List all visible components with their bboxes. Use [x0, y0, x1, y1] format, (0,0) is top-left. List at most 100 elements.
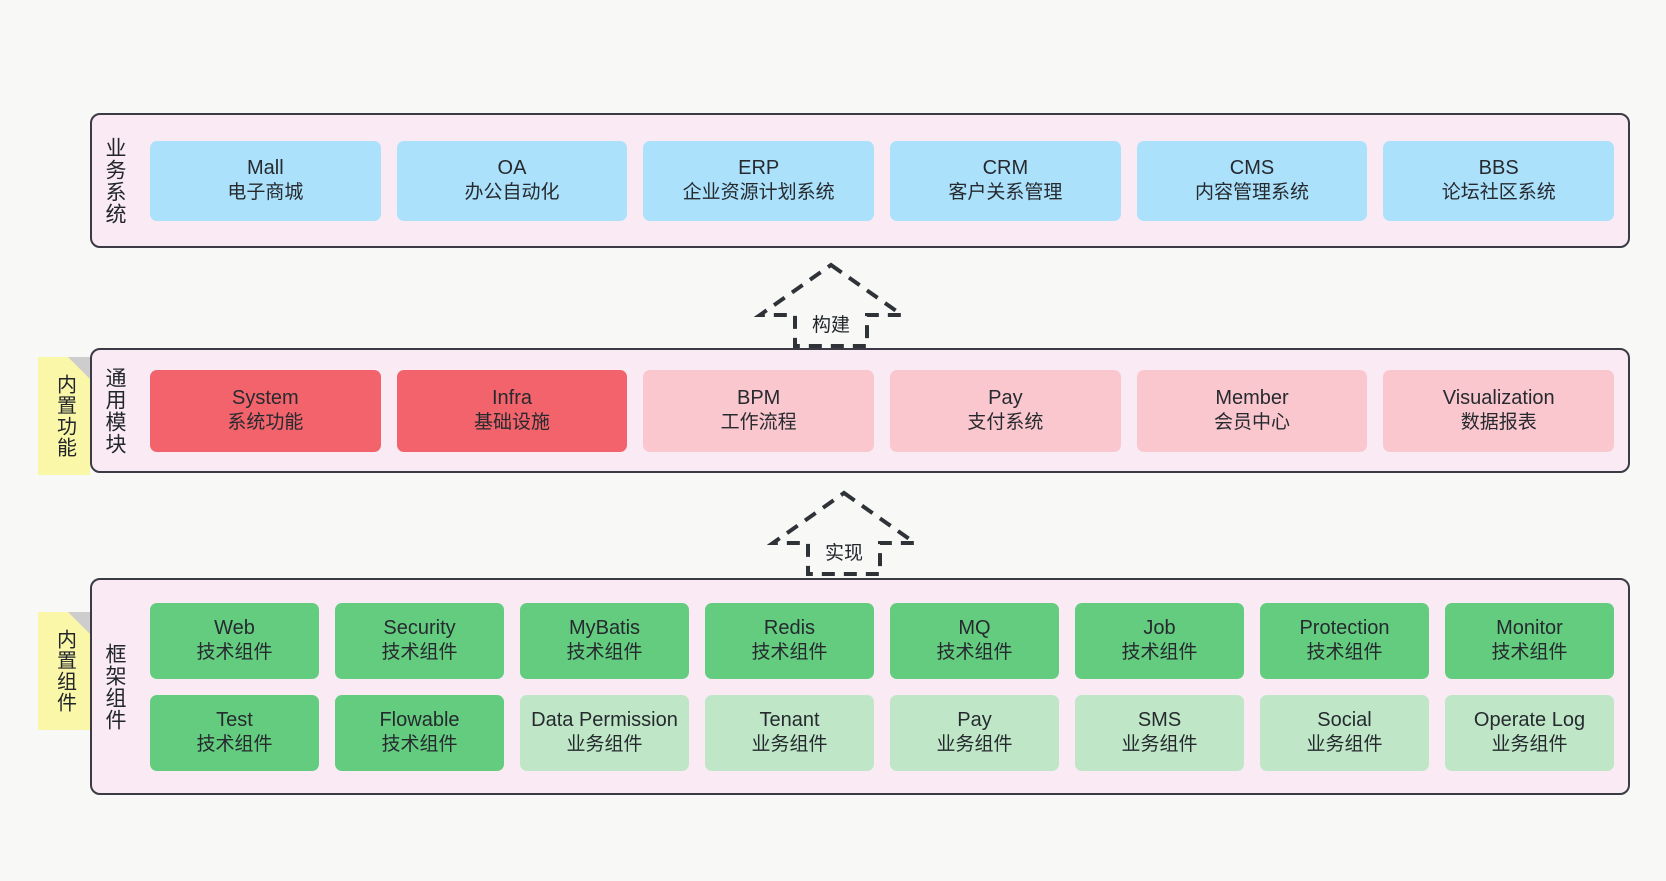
card-title-en: Protection	[1299, 616, 1390, 639]
card-title-en: ERP	[738, 156, 780, 179]
arrow-implement: 实现	[766, 490, 922, 576]
card-subtitle-cn: 企业资源计划系统	[682, 182, 835, 204]
card-job[interactable]: Job 技术组件	[1075, 602, 1244, 679]
note-tag-builtin-component: 内置组件	[38, 612, 90, 730]
card-pay[interactable]: Pay 业务组件	[890, 694, 1059, 771]
layer-framework-title: 框架组件	[102, 642, 126, 731]
card-title-en: SMS	[1137, 708, 1182, 731]
card-infra[interactable]: Infra 基础设施	[396, 369, 628, 452]
card-subtitle-cn: 论坛社区系统	[1441, 182, 1556, 204]
card-data-permission[interactable]: Data Permission 业务组件	[520, 694, 689, 771]
card-protection[interactable]: Protection 技术组件	[1260, 602, 1429, 679]
card-subtitle-cn: 技术组件	[196, 642, 273, 664]
card-title-en: MyBatis	[568, 616, 641, 639]
layer-business-title: 业务系统	[102, 136, 126, 225]
arrow-build: 构建	[753, 262, 909, 348]
card-security[interactable]: Security 技术组件	[335, 602, 504, 679]
card-title-en: Job	[1143, 616, 1176, 639]
layer-common-body: System 系统功能 Infra 基础设施 BPM 工作流程 Pay 支付系统 Member 会…	[136, 350, 1628, 471]
card-subtitle-cn: 技术组件	[1121, 642, 1198, 664]
card-system[interactable]: System 系统功能	[150, 369, 381, 452]
arrow-implement-label: 实现	[820, 537, 868, 566]
card-subtitle-cn: 内容管理系统	[1195, 182, 1310, 204]
card-subtitle-cn: 基础设施	[474, 412, 551, 434]
card-title-en: Pay	[957, 708, 992, 731]
card-cms[interactable]: CMS 内容管理系统	[1136, 140, 1368, 221]
page-fold-icon	[68, 357, 90, 379]
card-subtitle-cn: 业务组件	[936, 734, 1013, 756]
card-subtitle-cn: 技术组件	[1306, 642, 1383, 664]
framework-card-row-business: Test 技术组件 Flowable 技术组件 Data Permission 业务组件 T…	[150, 694, 1614, 771]
card-title-en: Social	[1317, 708, 1372, 731]
card-title-en: Redis	[763, 616, 816, 639]
card-title-en: Data Permission	[531, 708, 678, 731]
arrow-build-label: 构建	[807, 309, 855, 338]
card-test[interactable]: Test 技术组件	[150, 694, 319, 771]
note-tag-builtin-function: 内置功能	[38, 357, 90, 475]
card-pay[interactable]: Pay 支付系统	[890, 369, 1121, 452]
card-web[interactable]: Web 技术组件	[150, 602, 319, 679]
card-subtitle-cn: 技术组件	[751, 642, 828, 664]
card-title-en: Operate Log	[1473, 708, 1586, 731]
card-subtitle-cn: 技术组件	[566, 642, 643, 664]
card-subtitle-cn: 办公自动化	[464, 182, 560, 204]
card-title-en: Infra	[491, 386, 533, 409]
card-redis[interactable]: Redis 技术组件	[705, 602, 874, 679]
card-title-en: Mall	[247, 156, 284, 179]
card-subtitle-cn: 会员中心	[1214, 412, 1291, 434]
card-erp[interactable]: ERP 企业资源计划系统	[643, 140, 875, 221]
card-bpm[interactable]: BPM 工作流程	[643, 369, 875, 452]
card-mq[interactable]: MQ 技术组件	[890, 602, 1059, 679]
card-title-en: Member	[1215, 386, 1289, 409]
card-title-en: Visualization	[1442, 386, 1555, 409]
card-oa[interactable]: OA 办公自动化	[396, 140, 628, 221]
card-title-en: System	[231, 386, 299, 409]
card-mybatis[interactable]: MyBatis 技术组件	[520, 602, 689, 679]
note-tag-builtin-component-label: 内置组件	[53, 629, 76, 713]
card-title-en: OA	[497, 156, 527, 179]
card-flowable[interactable]: Flowable 技术组件	[335, 694, 504, 771]
card-title-en: Security	[383, 616, 456, 639]
card-title-en: Pay	[988, 386, 1023, 409]
card-subtitle-cn: 技术组件	[936, 642, 1013, 664]
card-subtitle-cn: 技术组件	[381, 642, 458, 664]
card-subtitle-cn: 数据报表	[1460, 412, 1537, 434]
page-fold-icon	[68, 612, 90, 634]
card-subtitle-cn: 系统功能	[227, 412, 304, 434]
card-title-en: Monitor	[1496, 616, 1563, 639]
card-title-en: MQ	[958, 616, 991, 639]
card-title-en: BPM	[737, 386, 781, 409]
card-subtitle-cn: 业务组件	[566, 734, 643, 756]
common-card-row: System 系统功能 Infra 基础设施 BPM 工作流程 Pay 支付系统 Member 会…	[150, 369, 1615, 452]
card-subtitle-cn: 客户关系管理	[948, 182, 1063, 204]
card-subtitle-cn: 工作流程	[720, 412, 797, 434]
card-member[interactable]: Member 会员中心	[1136, 369, 1368, 452]
card-mall[interactable]: Mall 电子商城	[150, 140, 381, 221]
card-title-en: Flowable	[379, 708, 460, 731]
card-subtitle-cn: 技术组件	[1491, 642, 1568, 664]
card-title-en: Test	[216, 708, 253, 731]
card-subtitle-cn: 电子商城	[227, 182, 304, 204]
card-title-en: CMS	[1229, 156, 1275, 179]
card-subtitle-cn: 技术组件	[381, 734, 458, 756]
card-subtitle-cn: 业务组件	[1121, 734, 1198, 756]
card-subtitle-cn: 技术组件	[196, 734, 273, 756]
card-monitor[interactable]: Monitor 技术组件	[1445, 602, 1614, 679]
layer-common-title: 通用模块	[102, 366, 126, 455]
layer-common-module: 通用模块 System 系统功能 Infra 基础设施 BPM 工作流程 Pay 支付系统 Me…	[90, 348, 1630, 473]
card-title-en: Web	[214, 616, 255, 639]
card-visualization[interactable]: Visualization 数据报表	[1383, 369, 1615, 452]
card-sms[interactable]: SMS 业务组件	[1075, 694, 1244, 771]
card-title-en: Tenant	[759, 708, 820, 731]
note-tag-builtin-function-label: 内置功能	[53, 374, 76, 458]
card-subtitle-cn: 支付系统	[967, 412, 1044, 434]
